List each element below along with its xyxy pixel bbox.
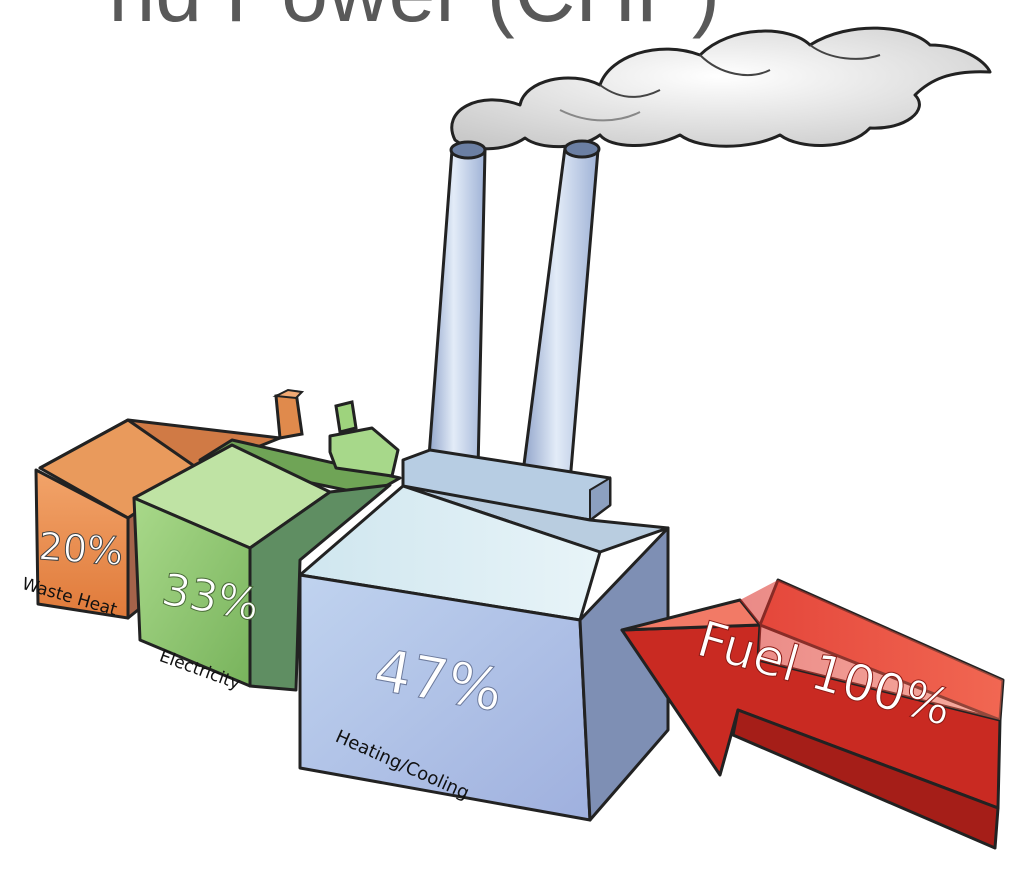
page-title: nd Power (CHP) bbox=[0, 0, 720, 42]
fuel-arrow bbox=[620, 578, 1005, 850]
waste-heat-percent: 20% bbox=[37, 524, 124, 574]
chimney-stacks bbox=[426, 139, 601, 484]
electricity-block bbox=[132, 400, 402, 692]
heating-cooling-block bbox=[298, 484, 670, 822]
smoke-cloud bbox=[450, 26, 992, 151]
